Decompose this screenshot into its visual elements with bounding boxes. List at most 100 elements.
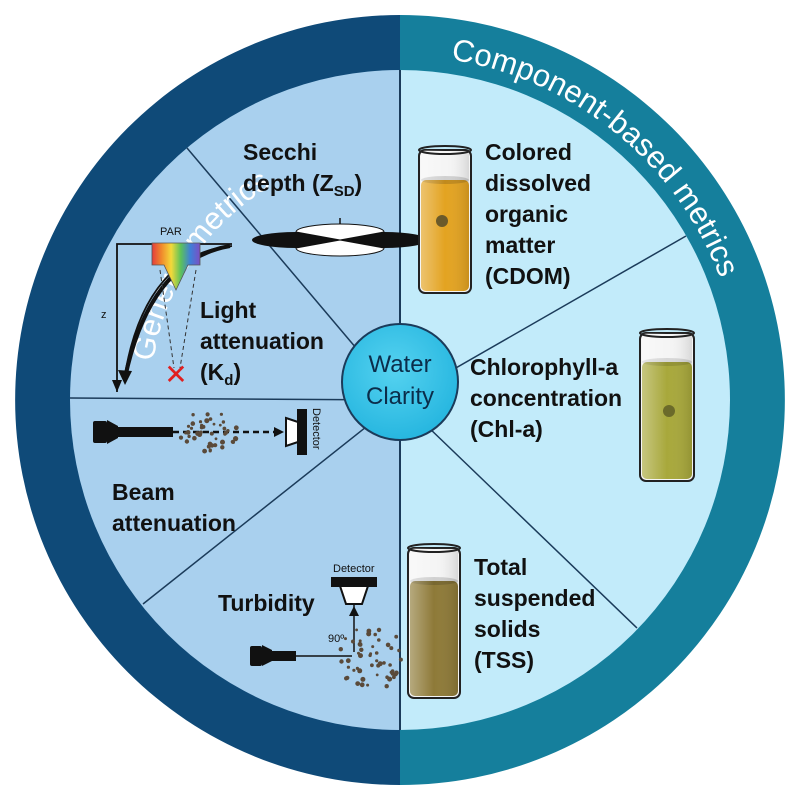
particle-dot bbox=[208, 449, 212, 453]
turbidity-detector-icon bbox=[331, 577, 377, 605]
tss-sector: Total suspended solids (TSS) bbox=[407, 543, 595, 699]
turbidity-label: Turbidity bbox=[218, 590, 315, 616]
particle-dot bbox=[360, 676, 366, 682]
particle-dot bbox=[198, 430, 203, 435]
particle-dot bbox=[208, 417, 213, 421]
particle-dot bbox=[351, 639, 355, 644]
particle-dot bbox=[394, 634, 399, 639]
particle-dot bbox=[371, 645, 375, 649]
component-metrics-panel bbox=[400, 70, 730, 730]
particle-dot bbox=[205, 412, 210, 417]
particle-dot bbox=[385, 675, 389, 679]
cdom-cylinder-icon bbox=[418, 145, 472, 294]
particle-dot bbox=[370, 663, 374, 668]
particle-dot bbox=[357, 668, 363, 674]
chla-sector: Chlorophyll-a concentration (Chl-a) bbox=[470, 328, 695, 482]
particle-dot bbox=[199, 425, 204, 430]
particle-dot bbox=[355, 628, 358, 632]
particle-dot bbox=[366, 683, 370, 687]
tss-line-4: (TSS) bbox=[474, 647, 534, 673]
particle-dot bbox=[385, 642, 391, 648]
particle-dot bbox=[398, 657, 403, 662]
particle-dot bbox=[373, 632, 378, 637]
particle-dot bbox=[389, 646, 394, 651]
particle-dot bbox=[219, 412, 223, 416]
attenuation-label: attenuation bbox=[200, 328, 324, 354]
secchi-depth-sector: Secchi depth (ZSD) bbox=[243, 139, 428, 257]
secchi-disk-icon bbox=[252, 218, 428, 257]
particle-dot bbox=[390, 669, 395, 673]
par-spectrum-arrow bbox=[151, 242, 201, 291]
particle-dot bbox=[344, 676, 349, 681]
particle-dot bbox=[355, 681, 361, 686]
attenuation-curve-arrow bbox=[123, 244, 231, 379]
cdom-line-3: organic bbox=[485, 201, 568, 227]
particle-dot bbox=[384, 684, 389, 689]
particle-dot bbox=[394, 670, 399, 675]
particle-dot bbox=[346, 665, 350, 669]
particle-dot bbox=[209, 431, 214, 436]
cdom-line-4: matter bbox=[485, 232, 555, 258]
beam-attenuation-label: attenuation bbox=[112, 510, 236, 536]
particle-dot bbox=[357, 641, 363, 647]
particle-dot bbox=[359, 682, 365, 688]
particle-dot bbox=[202, 448, 208, 454]
curve-arrow-head-icon bbox=[118, 370, 132, 385]
particle-dot bbox=[220, 439, 225, 445]
cdom-line-1: Colored bbox=[485, 139, 572, 165]
beam-label: Beam bbox=[112, 479, 175, 505]
particle-dot bbox=[375, 673, 379, 677]
particle-dot bbox=[178, 435, 184, 440]
particle-dot bbox=[359, 647, 364, 652]
z-axis-label: z bbox=[101, 309, 107, 321]
particle-dot bbox=[222, 426, 227, 431]
particle-dot bbox=[192, 435, 197, 441]
particle-dot bbox=[338, 647, 343, 652]
particle-dot bbox=[377, 638, 381, 642]
particle-dot bbox=[344, 637, 347, 641]
particle-dot bbox=[397, 648, 401, 653]
particle-dot bbox=[390, 671, 395, 676]
particle-dot bbox=[204, 418, 210, 424]
particle-dot bbox=[366, 628, 372, 634]
particle-dot bbox=[375, 659, 379, 663]
center-line-2: Clarity bbox=[366, 383, 434, 410]
particle-dot bbox=[189, 426, 194, 430]
angle-label: 90º bbox=[328, 633, 344, 645]
center-line-1: Water bbox=[368, 351, 431, 378]
particle-dot bbox=[191, 413, 195, 417]
particle-dot bbox=[223, 430, 229, 435]
cdom-line-5: (CDOM) bbox=[485, 263, 571, 289]
kd-label: (Kd) bbox=[200, 359, 241, 389]
chla-line-1: Chlorophyll-a bbox=[470, 354, 618, 380]
particle-dot bbox=[389, 677, 392, 681]
particle-dot bbox=[231, 440, 235, 444]
particle-dot bbox=[233, 425, 239, 431]
particle-dot bbox=[198, 420, 203, 424]
secchi-depth-label: depth (ZSD) bbox=[243, 170, 362, 200]
tss-line-2: suspended bbox=[474, 585, 595, 611]
particle-dot bbox=[187, 434, 191, 439]
light-attenuation-sector: PAR ✕ z Light attenuation (Kd) bbox=[101, 226, 324, 392]
particle-dot bbox=[186, 424, 191, 428]
particle-dot bbox=[369, 652, 373, 656]
particle-dot bbox=[218, 423, 222, 427]
particle-dot bbox=[207, 441, 213, 447]
beam-detector-label: Detector bbox=[310, 408, 322, 450]
particle-dot bbox=[358, 639, 362, 643]
light-label: Light bbox=[200, 297, 257, 323]
particle-dot bbox=[190, 421, 196, 426]
secchi-label: Secchi bbox=[243, 139, 317, 165]
particle-dot bbox=[392, 675, 396, 680]
particle-dot bbox=[376, 627, 382, 633]
beam-arrow-head-icon bbox=[274, 427, 284, 437]
par-label: PAR bbox=[160, 226, 182, 238]
particle-dot bbox=[345, 658, 351, 664]
particle-dot bbox=[220, 445, 225, 450]
down-arrow-icon bbox=[112, 380, 122, 392]
cdom-line-2: dissolved bbox=[485, 170, 591, 196]
particle-dot bbox=[185, 430, 191, 435]
red-x-icon: ✕ bbox=[164, 359, 187, 390]
chla-line-2: concentration bbox=[470, 385, 622, 411]
